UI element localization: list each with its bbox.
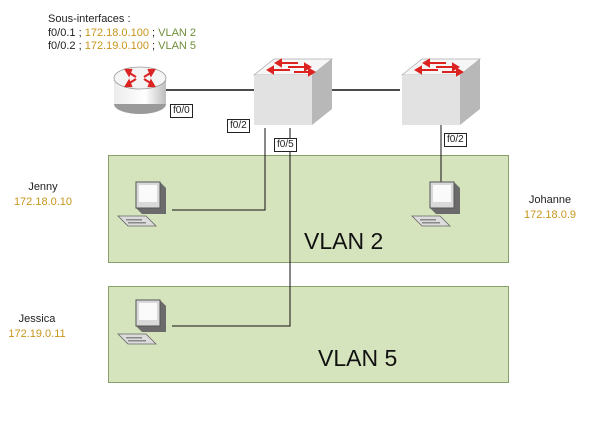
- port-router-f0-0: f0/0: [170, 104, 193, 118]
- subinterface-sep: ;: [152, 40, 156, 52]
- host-name-jenny: Jenny: [28, 181, 58, 193]
- subinterface-ip: 172.19.0.100: [84, 40, 149, 52]
- vlan-5-zone: [108, 286, 509, 383]
- host-ip-johanne: 172.18.0.9: [524, 209, 576, 221]
- host-name-jessica: Jessica: [18, 313, 56, 325]
- port-switch1-f0-2: f0/2: [227, 119, 250, 133]
- subinterface-port: f0/0.2 ;: [48, 40, 82, 52]
- computer-icon: [117, 299, 166, 345]
- subinterface-sep: ;: [152, 27, 156, 39]
- computer-icon: [117, 181, 166, 227]
- computer-jenny[interactable]: [116, 180, 176, 237]
- host-ip-jenny: 172.18.0.10: [13, 196, 73, 208]
- subinterface-line-1: f0/0.1 ; 172.18.0.100 ; VLAN 2: [48, 27, 196, 40]
- port-switch1-f0-5: f0/5: [274, 138, 297, 152]
- link-switch1-jenny: [172, 128, 266, 211]
- switch-icon: [400, 58, 482, 125]
- switch-icon: [252, 58, 334, 125]
- host-name-johanne: Johanne: [528, 194, 572, 206]
- vlan-5-label: VLAN 5: [318, 345, 398, 371]
- computer-johanne[interactable]: [410, 180, 470, 237]
- router-icon: [113, 66, 167, 114]
- link-switch1-jessica: [172, 128, 291, 327]
- host-ip-jessica: 172.19.0.11: [8, 328, 66, 340]
- switch-2[interactable]: [398, 55, 482, 134]
- subinterface-port: f0/0.1 ;: [48, 27, 82, 39]
- subinterface-vlan: VLAN 2: [158, 27, 197, 39]
- switch-1[interactable]: [250, 55, 334, 134]
- port-switch2-f0-2: f0/2: [444, 133, 467, 147]
- computer-jessica[interactable]: [116, 298, 176, 355]
- subinterface-line-2: f0/0.2 ; 172.19.0.100 ; VLAN 5: [48, 40, 196, 53]
- router[interactable]: [112, 60, 172, 125]
- subinterface-vlan: VLAN 5: [158, 40, 197, 52]
- subinterfaces-title: Sous-interfaces :: [48, 13, 131, 25]
- subinterface-ip: 172.18.0.100: [84, 27, 149, 39]
- vlan-2-label: VLAN 2: [304, 228, 384, 254]
- computer-icon: [411, 181, 460, 227]
